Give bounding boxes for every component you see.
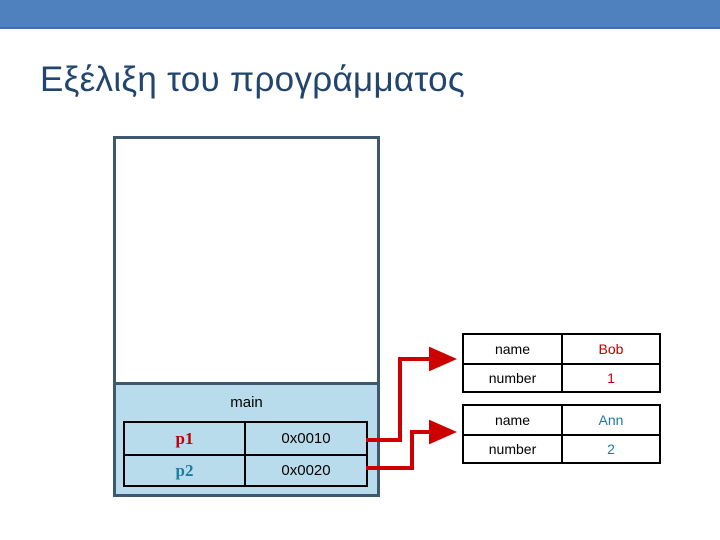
table-row: number 2: [464, 434, 659, 462]
struct-value-name: Ann: [598, 412, 624, 428]
table-row: p1 0x0010: [125, 423, 366, 454]
table-row: name Ann: [464, 406, 659, 434]
variable-name-p2: p2: [125, 456, 246, 485]
variable-value-p2: 0x0020: [281, 462, 331, 479]
struct-field-name: name: [464, 406, 563, 434]
struct-value-number: 1: [607, 370, 615, 386]
table-row: name Bob: [464, 335, 659, 363]
stack-free-space: [116, 139, 377, 382]
page-title: Εξέλιξη του προγράμματος: [40, 60, 466, 99]
top-banner: [0, 0, 720, 27]
top-banner-rule: [0, 27, 720, 29]
stack-frame-main: main p1 0x0010 p2 0x0020: [116, 382, 377, 494]
table-row: p2 0x0020: [125, 454, 366, 485]
variable-name-p1: p1: [125, 423, 246, 454]
struct-value-number: 2: [607, 441, 615, 457]
variable-value-p1: 0x0010: [281, 430, 331, 447]
stack-frame-label: main: [230, 394, 263, 411]
struct-value-name: Bob: [598, 341, 624, 357]
struct-field-number: number: [464, 365, 563, 391]
heap-struct-bob: name Bob number 1: [462, 333, 661, 393]
struct-field-name: name: [464, 335, 563, 363]
heap-struct-ann: name Ann number 2: [462, 404, 661, 464]
main-variable-table: p1 0x0010 p2 0x0020: [123, 421, 368, 487]
struct-field-number: number: [464, 436, 563, 462]
stack-memory-box: main p1 0x0010 p2 0x0020: [113, 136, 380, 497]
table-row: number 1: [464, 363, 659, 391]
